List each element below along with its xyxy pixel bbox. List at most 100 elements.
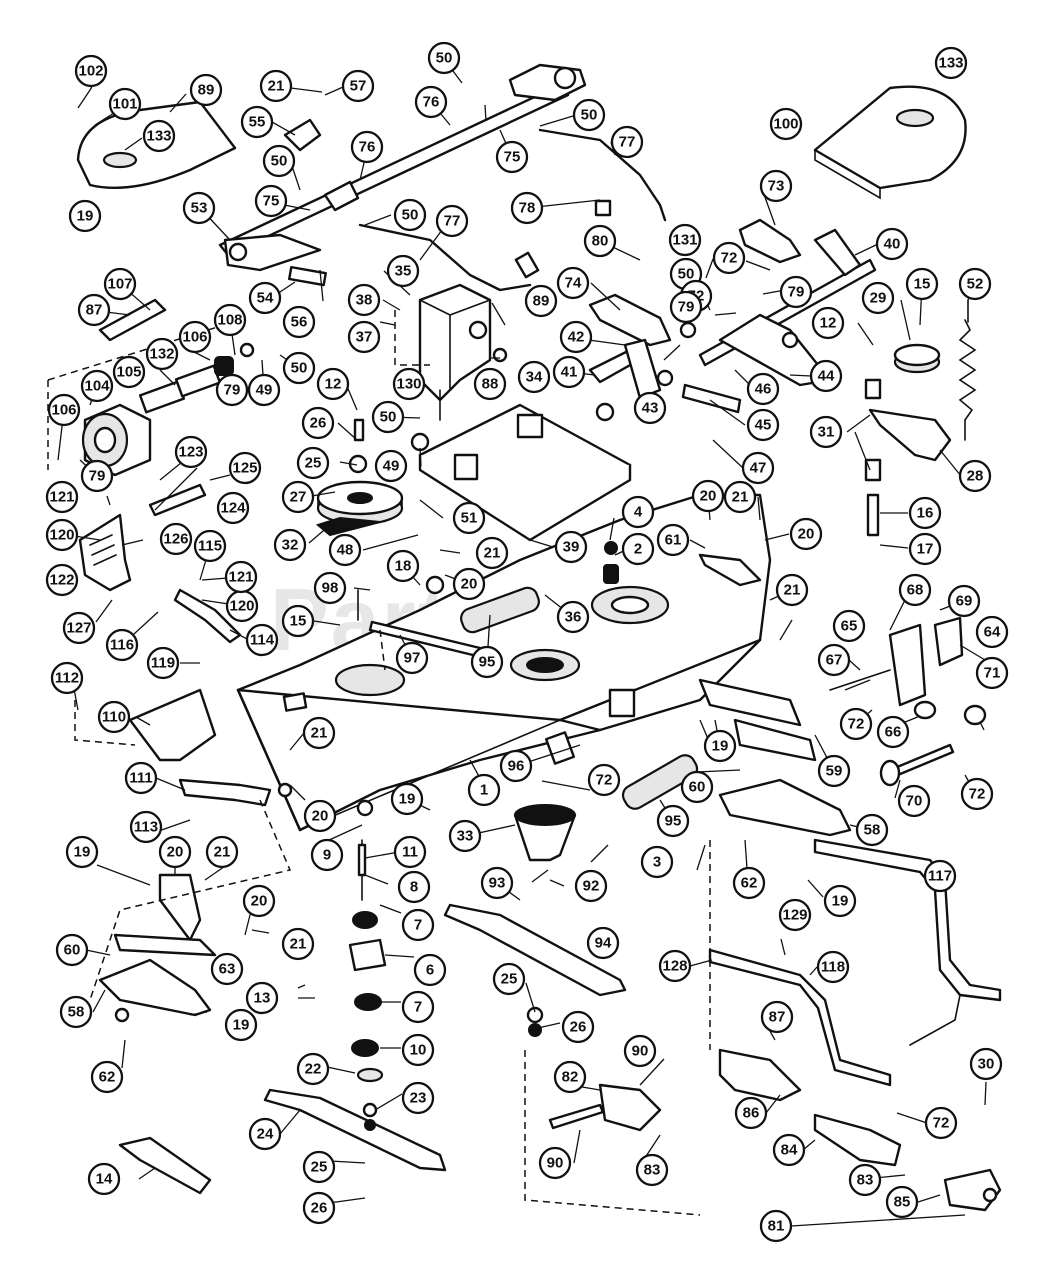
- callout-badge[interactable]: 59: [817, 754, 851, 788]
- callout-badge[interactable]: 51: [452, 501, 486, 535]
- callout-badge[interactable]: 94: [586, 926, 620, 960]
- callout-badge[interactable]: 21: [259, 69, 293, 103]
- callout-badge[interactable]: 116: [105, 628, 139, 662]
- callout-badge[interactable]: 26: [561, 1010, 595, 1044]
- callout-badge[interactable]: 57: [341, 69, 375, 103]
- callout-badge[interactable]: 49: [247, 373, 281, 407]
- callout-badge[interactable]: 60: [55, 933, 89, 967]
- callout-badge[interactable]: 110: [97, 700, 131, 734]
- callout-badge[interactable]: 44: [809, 359, 843, 393]
- callout-badge[interactable]: 12: [811, 306, 845, 340]
- callout-badge[interactable]: 6: [413, 953, 447, 987]
- callout-badge[interactable]: 30: [969, 1047, 1003, 1081]
- callout-badge[interactable]: 69: [947, 584, 981, 618]
- callout-badge[interactable]: 41: [552, 355, 586, 389]
- callout-badge[interactable]: 120: [45, 518, 79, 552]
- callout-badge[interactable]: 98: [313, 571, 347, 605]
- callout-badge[interactable]: 45: [746, 408, 780, 442]
- callout-badge[interactable]: 73: [759, 169, 793, 203]
- callout-badge[interactable]: 93: [480, 866, 514, 900]
- callout-badge[interactable]: 19: [68, 199, 102, 233]
- callout-badge[interactable]: 31: [809, 415, 843, 449]
- callout-badge[interactable]: 50: [427, 41, 461, 75]
- callout-badge[interactable]: 21: [723, 480, 757, 514]
- callout-badge[interactable]: 68: [898, 573, 932, 607]
- callout-badge[interactable]: 83: [848, 1163, 882, 1197]
- callout-badge[interactable]: 10: [401, 1033, 435, 1067]
- callout-badge[interactable]: 75: [495, 140, 529, 174]
- callout-badge[interactable]: 19: [823, 884, 857, 918]
- callout-badge[interactable]: 62: [732, 866, 766, 900]
- callout-badge[interactable]: 122: [45, 563, 79, 597]
- callout-badge[interactable]: 77: [610, 125, 644, 159]
- callout-badge[interactable]: 113: [129, 810, 163, 844]
- callout-badge[interactable]: 21: [281, 927, 315, 961]
- callout-badge[interactable]: 26: [301, 406, 335, 440]
- callout-badge[interactable]: 87: [760, 1000, 794, 1034]
- callout-badge[interactable]: 123: [174, 435, 208, 469]
- callout-badge[interactable]: 62: [90, 1060, 124, 1094]
- callout-badge[interactable]: 96: [499, 749, 533, 783]
- callout-badge[interactable]: 81: [759, 1209, 793, 1243]
- callout-badge[interactable]: 21: [475, 536, 509, 570]
- callout-badge[interactable]: 125: [228, 451, 262, 485]
- callout-badge[interactable]: 36: [556, 600, 590, 634]
- callout-badge[interactable]: 84: [772, 1133, 806, 1167]
- callout-badge[interactable]: 74: [556, 266, 590, 300]
- callout-badge[interactable]: 75: [254, 184, 288, 218]
- callout-badge[interactable]: 105: [112, 355, 146, 389]
- callout-badge[interactable]: 112: [50, 661, 84, 695]
- callout-badge[interactable]: 71: [975, 656, 1009, 690]
- callout-badge[interactable]: 8: [397, 870, 431, 904]
- callout-badge[interactable]: 65: [832, 609, 866, 643]
- callout-badge[interactable]: 9: [310, 838, 344, 872]
- callout-badge[interactable]: 22: [296, 1052, 330, 1086]
- callout-badge[interactable]: 115: [193, 529, 227, 563]
- callout-badge[interactable]: 53: [182, 191, 216, 225]
- callout-badge[interactable]: 114: [245, 623, 279, 657]
- callout-badge[interactable]: 72: [587, 763, 621, 797]
- callout-badge[interactable]: 95: [656, 804, 690, 838]
- callout-badge[interactable]: 97: [395, 641, 429, 675]
- callout-badge[interactable]: 25: [492, 962, 526, 996]
- callout-badge[interactable]: 23: [401, 1081, 435, 1115]
- callout-badge[interactable]: 38: [347, 283, 381, 317]
- callout-badge[interactable]: 33: [448, 819, 482, 853]
- callout-badge[interactable]: 50: [262, 144, 296, 178]
- callout-badge[interactable]: 70: [897, 784, 931, 818]
- callout-badge[interactable]: 24: [248, 1117, 282, 1151]
- callout-badge[interactable]: 82: [553, 1060, 587, 1094]
- callout-badge[interactable]: 47: [741, 451, 775, 485]
- callout-badge[interactable]: 17: [908, 532, 942, 566]
- callout-badge[interactable]: 54: [248, 281, 282, 315]
- callout-badge[interactable]: 108: [213, 303, 247, 337]
- callout-badge[interactable]: 66: [876, 715, 910, 749]
- callout-badge[interactable]: 40: [875, 227, 909, 261]
- callout-badge[interactable]: 50: [572, 98, 606, 132]
- callout-badge[interactable]: 21: [205, 835, 239, 869]
- callout-badge[interactable]: 19: [224, 1008, 258, 1042]
- callout-badge[interactable]: 16: [908, 496, 942, 530]
- callout-badge[interactable]: 11: [393, 835, 427, 869]
- callout-badge[interactable]: 55: [240, 105, 274, 139]
- callout-badge[interactable]: 79: [779, 275, 813, 309]
- callout-badge[interactable]: 64: [975, 615, 1009, 649]
- callout-badge[interactable]: 7: [401, 990, 435, 1024]
- callout-badge[interactable]: 120: [225, 589, 259, 623]
- callout-badge[interactable]: 7: [401, 908, 435, 942]
- callout-badge[interactable]: 46: [746, 372, 780, 406]
- callout-badge[interactable]: 63: [210, 952, 244, 986]
- callout-badge[interactable]: 121: [45, 480, 79, 514]
- callout-badge[interactable]: 32: [273, 528, 307, 562]
- callout-badge[interactable]: 18: [386, 549, 420, 583]
- callout-badge[interactable]: 117: [923, 859, 957, 893]
- callout-badge[interactable]: 102: [74, 54, 108, 88]
- callout-badge[interactable]: 19: [703, 729, 737, 763]
- callout-badge[interactable]: 20: [691, 479, 725, 513]
- callout-badge[interactable]: 79: [80, 459, 114, 493]
- callout-badge[interactable]: 127: [62, 611, 96, 645]
- callout-badge[interactable]: 72: [960, 777, 994, 811]
- callout-badge[interactable]: 78: [510, 191, 544, 225]
- callout-badge[interactable]: 107: [103, 267, 137, 301]
- callout-badge[interactable]: 39: [554, 530, 588, 564]
